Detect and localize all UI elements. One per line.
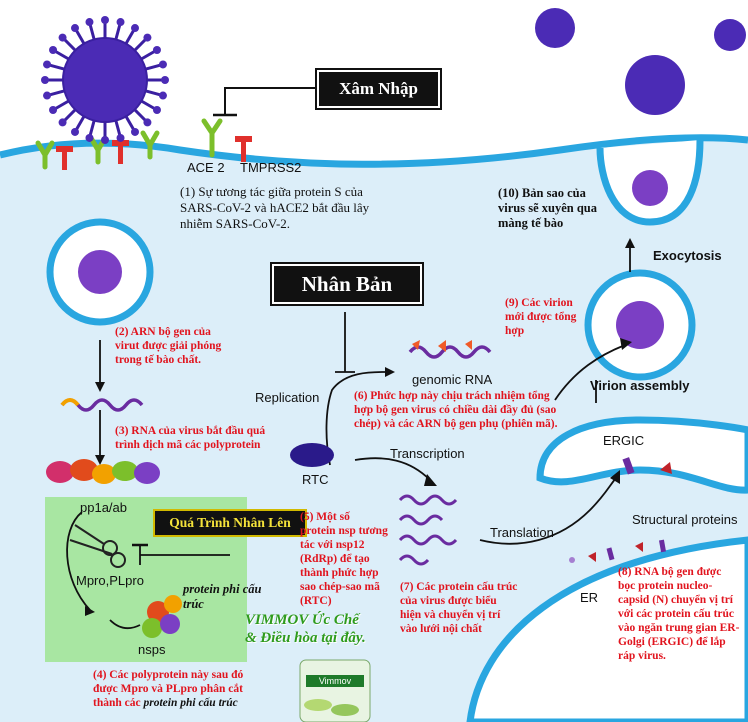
endoplasmic-reticulum xyxy=(466,536,748,722)
viral-rna-cap xyxy=(60,398,80,407)
exocytosis-virion xyxy=(632,170,668,206)
ergic-protein-markers xyxy=(622,457,672,475)
nsps-label: nsps xyxy=(138,642,166,657)
replication-title-box: Nhân Bản xyxy=(270,262,424,306)
pp1a-ab-label: pp1a/ab xyxy=(80,500,127,515)
virion-assembly-label: Virion assembly xyxy=(590,378,690,393)
virus-exiting-1 xyxy=(625,55,685,115)
mpro-plpro-label: Mpro,PLpro xyxy=(76,573,144,588)
scissors-icon xyxy=(69,524,126,568)
virus-exiting-3 xyxy=(714,19,746,51)
rtc-complex xyxy=(290,443,334,467)
step-10-text: (10) Bản sao của virus sẽ xuyên qua màng… xyxy=(498,186,597,230)
step-1-text: (1) Sự tương tác giữa protein S của SARS… xyxy=(180,184,370,231)
genomic-rna-caps xyxy=(412,340,472,352)
new-virion-vesicle xyxy=(584,269,696,381)
step-9-text: (9) Các virion mới được tổng hợp xyxy=(505,297,577,337)
step-8-text: (8) RNA bộ gen được bọc protein nucleo-c… xyxy=(618,566,740,662)
step-2-text: (2) ARN bộ gen của virut được giải phóng… xyxy=(115,326,222,366)
step-3-text: (3) RNA của virus bắt đầu quá trình dịch… xyxy=(115,425,266,451)
structural-proteins-label: Structural proteins xyxy=(632,512,738,527)
step-4-text: (4) Các polyprotein này sau đó được Mpro… xyxy=(93,668,263,710)
genomic-rna-strand xyxy=(408,345,492,359)
product-pack xyxy=(299,659,371,722)
virus-exiting-2 xyxy=(535,8,575,48)
polyprotein-chain xyxy=(46,459,160,484)
non-structural-label: protein phi cấu trúc xyxy=(183,582,262,611)
step-6-text: (6) Phức hợp này chịu trách nhiệm tổng h… xyxy=(354,390,558,430)
translation-label: Translation xyxy=(490,525,554,540)
subgenomic-rna-strands xyxy=(398,494,458,566)
tmprss2-label: TMPRSS2 xyxy=(240,160,302,175)
genomic-rna-label: genomic RNA xyxy=(412,372,493,387)
er-protein-markers xyxy=(569,539,666,563)
ace2-label: ACE 2 xyxy=(187,160,225,175)
nsps-cluster xyxy=(142,595,182,638)
rtc-label: RTC xyxy=(302,472,329,487)
entry-inhibition-marker xyxy=(224,87,315,115)
brand-line-1: VIMMOV Ức Chế xyxy=(245,612,359,628)
entry-title-box: Xâm Nhập xyxy=(315,68,442,110)
step-4-main: (4) Các polyprotein này sau đó được Mpro… xyxy=(93,669,244,709)
brand-line-2: & Điều hòa tại đây. xyxy=(245,630,366,646)
endosome xyxy=(46,218,154,326)
ergic-label: ERGIC xyxy=(603,433,645,448)
replication-label: Replication xyxy=(255,390,320,405)
step-5-text: (5) Một số protein nsp tương tác với nsp… xyxy=(300,511,388,607)
er-label: ER xyxy=(580,590,599,605)
product-pack-label: Vimmov xyxy=(318,676,352,686)
step-7-text: (7) Các protein cấu trúc của virus được … xyxy=(400,581,518,635)
protease-title-box: Quá Trình Nhân Lên xyxy=(153,509,307,537)
step-4-emphasis: protein phi cấu trúc xyxy=(143,697,238,709)
transcription-label: Transcription xyxy=(390,446,465,461)
exocytosis-label: Exocytosis xyxy=(653,248,722,263)
virus-entering xyxy=(41,16,169,144)
ergic-compartment xyxy=(536,416,748,494)
tmprss2-receptor-group xyxy=(56,136,252,170)
